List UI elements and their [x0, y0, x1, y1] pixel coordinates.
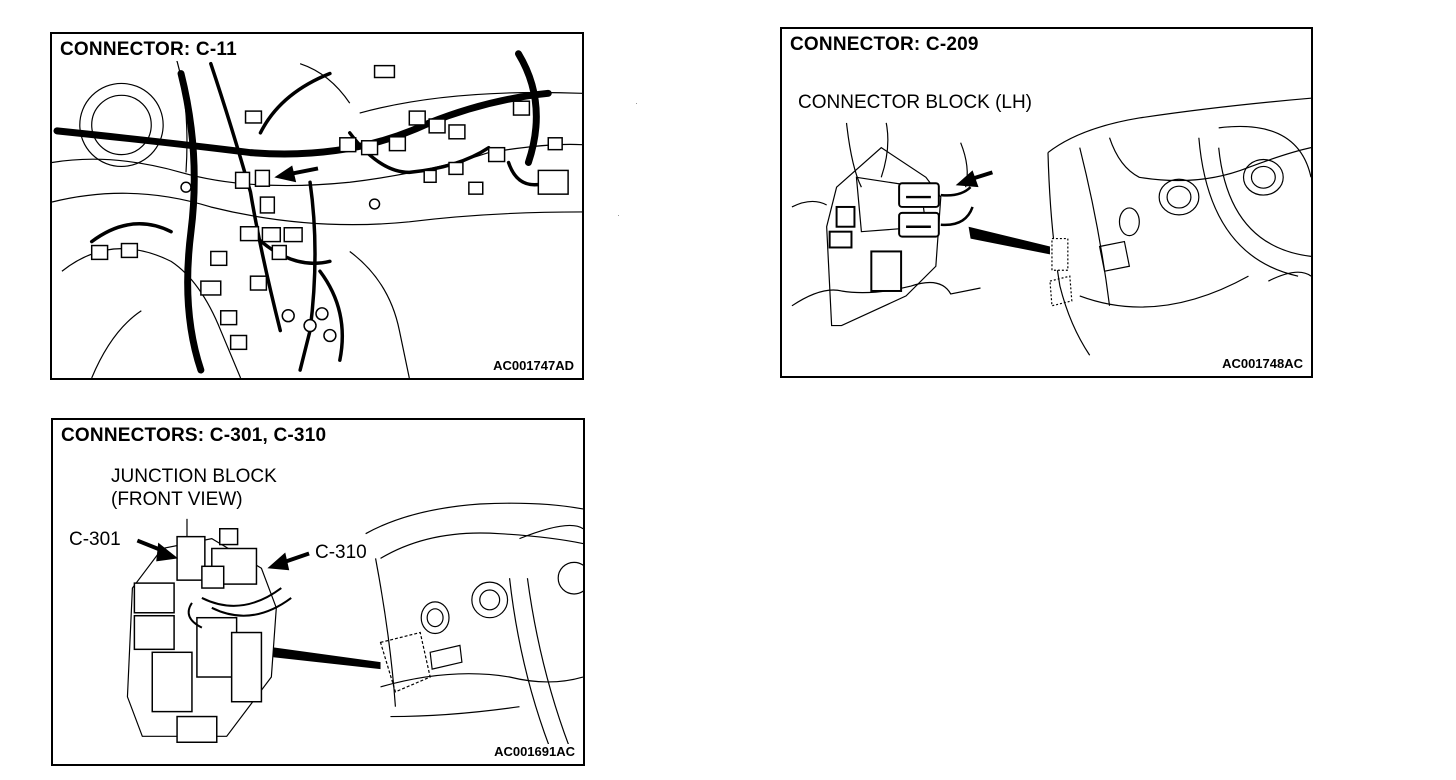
figure-code: AC001747AD	[490, 358, 574, 373]
callout-c310: C-310	[315, 542, 367, 564]
panel-connector-c209: CONNECTOR: C-209 CONNECTOR BLOCK (LH) AC…	[780, 27, 1313, 378]
connector-block-illustration	[791, 97, 1311, 356]
figure-code: AC001691AC	[491, 744, 575, 759]
wiring-harness-illustration	[52, 43, 582, 378]
callout-c301: C-301	[69, 529, 121, 551]
panel-title: CONNECTOR: C-209	[790, 34, 983, 56]
figure-code: AC001748AC	[1219, 356, 1303, 371]
junction-block-illustration	[126, 502, 583, 747]
junction-block-view-label: (FRONT VIEW)	[111, 489, 243, 511]
junction-block-label: JUNCTION BLOCK	[111, 466, 277, 488]
panel-connectors-c301-c310: CONNECTORS: C-301, C-310 JUNCTION BLOCK …	[51, 418, 585, 766]
panel-connector-c11: CONNECTOR: C-11 AC001747AD	[50, 32, 584, 380]
panel-title: CONNECTOR: C-11	[60, 39, 241, 61]
scan-speck	[636, 103, 637, 104]
panel-title: CONNECTORS: C-301, C-310	[61, 425, 331, 447]
connector-block-label: CONNECTOR BLOCK (LH)	[798, 92, 1033, 114]
scan-speck	[618, 215, 619, 216]
